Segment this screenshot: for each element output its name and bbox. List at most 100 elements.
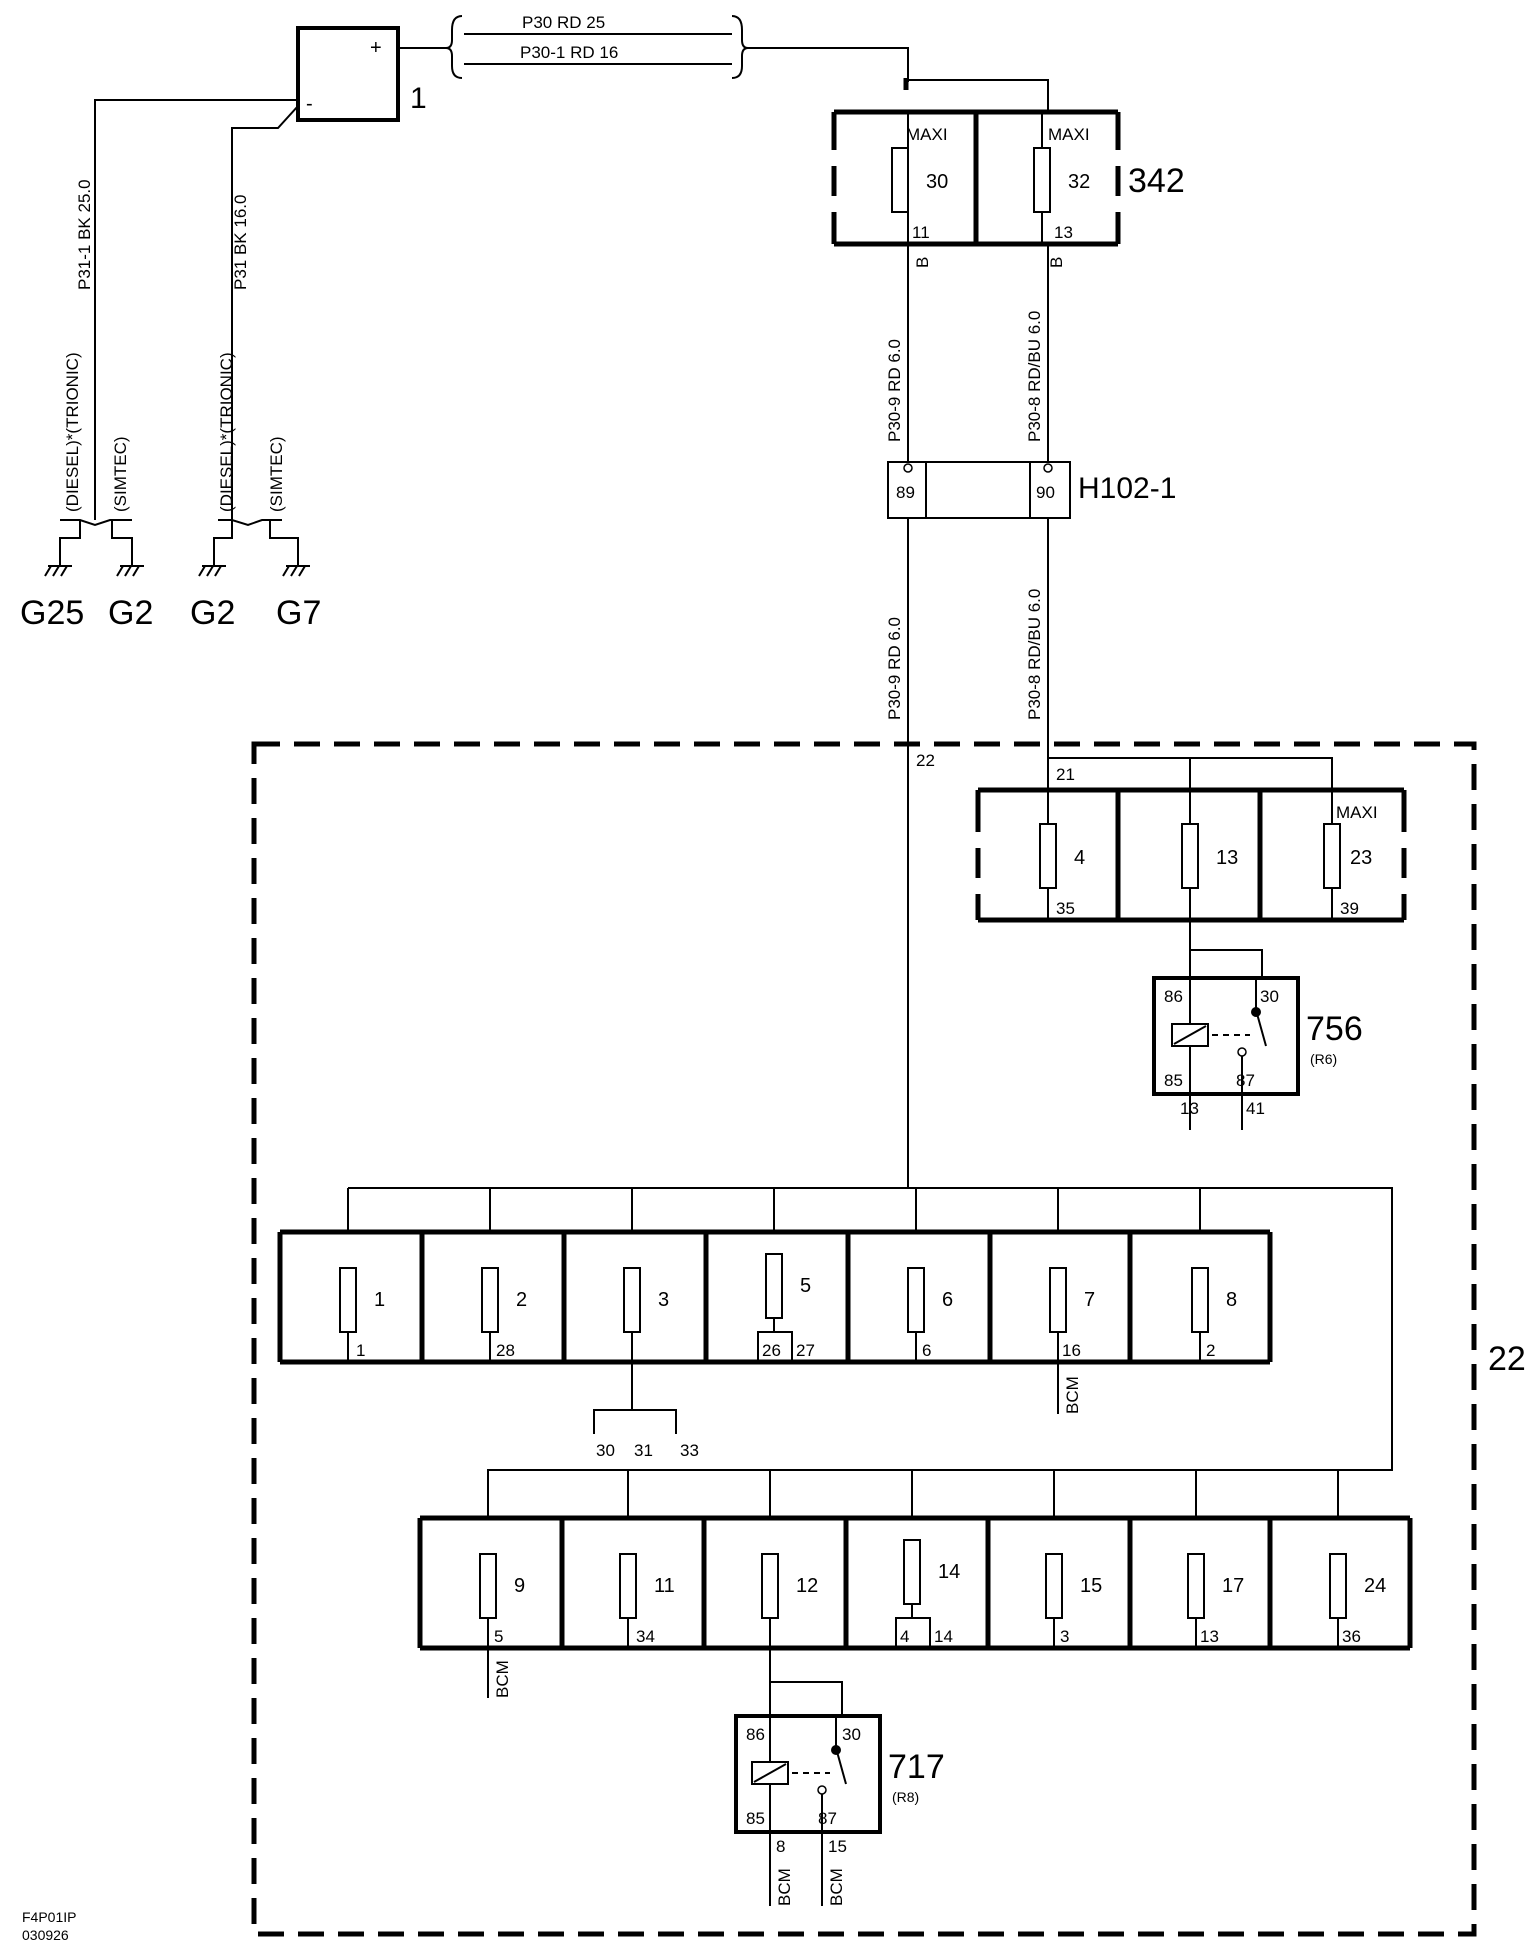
ground-g7: G7 [276,594,321,632]
row2-pin-3: 3 [1060,1627,1069,1646]
fuse3-out-31: 31 [634,1441,653,1460]
row2-pin-34: 34 [636,1627,655,1646]
ground-g2-b: G2 [190,594,235,632]
relay717-pin-87: 87 [818,1809,837,1828]
footer-date: 030926 [22,1927,69,1943]
variant-diesel-trionic-2: (DIESEL)*(TRIONIC) [217,352,236,512]
row2-pin-5: 5 [494,1627,503,1646]
relay756-pin-30: 30 [1260,987,1279,1006]
fuse-14-label: 14 [938,1561,960,1583]
wire-p30-label: P30 RD 25 [522,13,605,32]
battery: + - 1 [296,26,427,122]
relay-717: 86 30 85 87 8 15 BCM BCM 717 (R8) [734,1714,945,1906]
maxi-row-maxi-label: MAXI [1336,803,1378,822]
row1-pin-27: 27 [796,1341,815,1360]
row1-pin-26: 26 [762,1341,781,1360]
battery-label: 1 [410,82,427,115]
fuse-row-1: 1 2 3 5 6 7 8 1 28 26 27 6 16 2 [277,1229,1273,1365]
relay717-bcm-b: BCM [827,1868,846,1906]
variant-simtec-1: (SIMTEC) [111,436,130,512]
box22-in-21: 21 [1056,765,1075,784]
box342-pin-13: 13 [1054,223,1073,242]
relay717-pin-86: 86 [746,1725,765,1744]
relay717-pin-30: 30 [842,1725,861,1744]
relay717-pin-85: 85 [746,1809,765,1828]
box342-label: 342 [1128,162,1185,200]
variant-simtec-2: (SIMTEC) [267,436,286,512]
relay756-out-13: 13 [1180,1099,1199,1118]
fuse-24-label: 24 [1364,1575,1386,1597]
fuse-row-2: 9 11 12 14 15 17 24 5 34 4 14 3 13 36 [417,1515,1413,1651]
fuse-3-label: 3 [658,1289,669,1311]
row1-bcm-label: BCM [1063,1376,1082,1414]
wire-p30-1-label: P30-1 RD 16 [520,43,618,62]
relay717-out-8: 8 [776,1837,785,1856]
row2-pin-13: 13 [1200,1627,1219,1646]
fuse-11-label: 11 [654,1575,675,1597]
connector-label: H102-1 [1078,472,1176,505]
fuse3-out-30: 30 [596,1441,615,1460]
ground-g2-a: G2 [108,594,153,632]
wire-p30-9-lower: P30-9 RD 6.0 [885,617,904,720]
wire-p31-label: P31 BK 16.0 [231,195,250,290]
ground-symbols [44,520,310,577]
wire-p31-1-label: P31-1 BK 25.0 [75,179,94,290]
fuse-12-label: 12 [796,1575,818,1597]
row1-pin-2: 2 [1206,1341,1215,1360]
fuse-7-label: 7 [1084,1289,1095,1311]
relay756-sub: (R6) [1310,1051,1337,1067]
fuse-9-label: 9 [514,1575,525,1597]
fuse-2-label: 2 [516,1289,527,1311]
maxi-fuse-13-label: 13 [1216,847,1238,869]
connector-pin-90: 90 [1036,483,1055,502]
battery-plus-label: + [370,37,382,59]
row1-pin-28: 28 [496,1341,515,1360]
box342-pin-11: 11 [912,223,930,242]
wire-p30-8-upper: P30-8 RD/BU 6.0 [1025,311,1044,442]
wire-p30-9-upper: P30-9 RD 6.0 [885,339,904,442]
fuse3-out-33: 33 [680,1441,699,1460]
row2-pin-4: 4 [900,1627,909,1646]
footer-code: F4P01IP [22,1909,76,1925]
row2-pin-14: 14 [934,1627,953,1646]
variant-diesel-trionic-1: (DIESEL)*(TRIONIC) [63,352,82,512]
wire-p30-8-lower: P30-8 RD/BU 6.0 [1025,589,1044,720]
ground-g25: G25 [20,594,84,632]
relay756-out-41: 41 [1246,1099,1265,1118]
connector-h102-1: 89 90 H102-1 [887,461,1176,519]
maxi-fuse-23-label: 23 [1350,847,1372,869]
fuse-box-22-outline [251,741,1477,1937]
fuse-30-label: 30 [926,171,948,193]
relay756-pin-85: 85 [1164,1071,1183,1090]
box22-label: 22 [1488,1340,1526,1378]
row2-bcm-label: BCM [493,1660,512,1698]
relay756-pin-86: 86 [1164,987,1183,1006]
fuse-15-label: 15 [1080,1575,1102,1597]
battery-minus-label: - [306,93,313,115]
relay717-sub: (R8) [892,1789,919,1805]
connector-pin-89: 89 [896,483,915,502]
box342-maxi-a: MAXI [906,125,948,144]
fuse-8-label: 8 [1226,1289,1237,1311]
relay717-bcm-a: BCM [775,1868,794,1906]
maxi-fuse-row: MAXI 4 13 23 35 39 [975,787,1407,923]
fuse-17-label: 17 [1222,1575,1244,1597]
relay756-pin-87: 87 [1236,1071,1255,1090]
fuse-5-label: 5 [800,1275,811,1297]
relay717-out-15: 15 [828,1837,847,1856]
maxi-fuse-4-label: 4 [1074,847,1085,869]
fuse-6-label: 6 [942,1289,953,1311]
relay-756: 86 30 85 87 13 41 756 (R6) [1152,976,1363,1130]
fuse-box-342: MAXI MAXI 30 32 11 13 342 [831,109,1185,247]
maxi-pin-35: 35 [1056,899,1075,918]
maxi-pin-39: 39 [1340,899,1359,918]
relay717-label: 717 [888,1748,945,1786]
fuse-32-label: 32 [1068,171,1090,193]
box342-conn-b-a: B [913,257,932,268]
box22-in-22: 22 [916,751,935,770]
row2-pin-36: 36 [1342,1627,1361,1646]
box342-maxi-b: MAXI [1048,125,1090,144]
fuse-1-label: 1 [374,1289,385,1311]
row1-pin-1: 1 [356,1341,365,1360]
